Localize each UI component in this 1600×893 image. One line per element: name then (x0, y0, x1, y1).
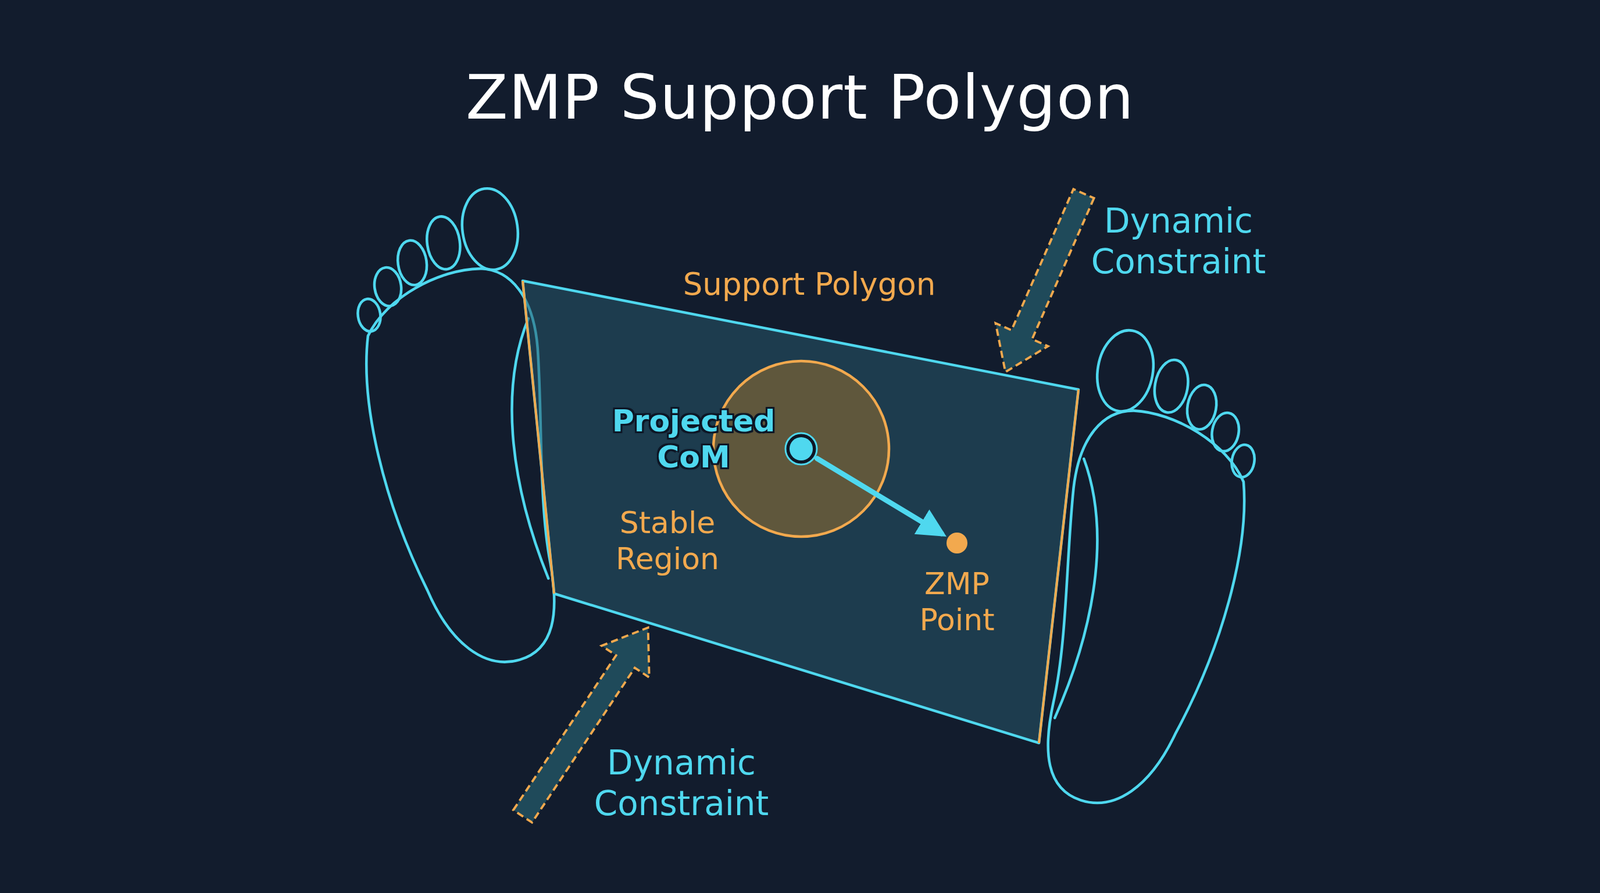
point-ring (785, 433, 817, 465)
point-dot (946, 532, 968, 554)
zmp-point-shape (942, 528, 972, 558)
polygon-label: Support Polygon (634, 265, 984, 303)
zmp-label: ZMP Point (898, 565, 1016, 639)
vector-arrow (816, 458, 942, 534)
constraint-label: Dynamic Constraint (582, 743, 781, 824)
constraint-arrow (979, 181, 1110, 384)
diagram-title: ZMP Support Polygon (0, 60, 1600, 135)
support-polygon: Support PolygonStable RegionProjected Co… (522, 280, 1079, 744)
point-dot (789, 437, 813, 461)
constraint-label: Dynamic Constraint (1079, 201, 1278, 282)
region-circle (713, 361, 889, 537)
stable-region-circle: Stable RegionProjected CoM (711, 359, 891, 539)
polygon-area (522, 280, 1079, 744)
polygon-side (522, 280, 555, 594)
com-point: Projected CoM (783, 431, 819, 467)
region-label: Stable Region (597, 504, 738, 578)
polygon-side (1038, 389, 1079, 744)
com-label: Projected CoM (600, 402, 787, 476)
zmp-point: ZMP Point (942, 528, 972, 558)
com-point-shape (783, 431, 819, 467)
